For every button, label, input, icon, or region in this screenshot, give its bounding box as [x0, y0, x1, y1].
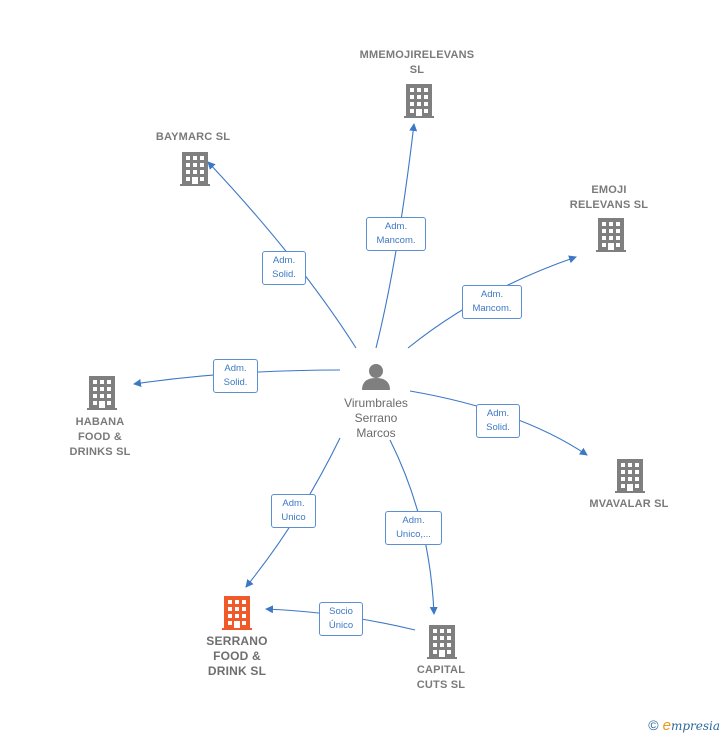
company-label-habana[interactable]: HABANA FOOD & DRINKS SL	[69, 416, 131, 458]
company-label-emoji[interactable]: EMOJI RELEVANS SL	[569, 184, 649, 211]
building-icon-mmemoji	[404, 84, 434, 118]
edge-label-socio: Socio Único	[319, 602, 363, 636]
building-icon-emoji	[596, 218, 626, 252]
person-label[interactable]: Virumbrales Serrano Marcos	[344, 396, 408, 440]
building-icon-mvavalar	[615, 459, 645, 493]
company-label-mmemoji[interactable]: MMEMOJIRELEVANS SL	[359, 49, 475, 76]
brand-name: mpresia	[670, 719, 720, 733]
person-icon	[362, 364, 390, 390]
edge-label-mvavalar: Adm. Solid.	[476, 404, 520, 438]
edge-label-baymarc: Adm. Solid.	[262, 251, 306, 285]
company-label-mvavalar[interactable]: MVAVALAR SL	[589, 498, 669, 510]
company-label-serrano[interactable]: SERRANO FOOD & DRINK SL	[206, 634, 268, 678]
building-icon-habana	[87, 376, 117, 410]
building-icon-baymarc	[180, 152, 210, 186]
building-icon-serrano	[222, 596, 252, 630]
copyright-symbol: ©	[648, 717, 659, 733]
edge-label-capital: Adm. Unico,...	[385, 511, 442, 545]
brand-initial: e	[662, 717, 671, 734]
building-icon-capital	[427, 625, 457, 659]
footer-brand[interactable]: ©empresia	[648, 717, 720, 734]
edge-label-serrano: Adm. Unico	[271, 494, 316, 528]
edge-label-emoji: Adm. Mancom.	[462, 285, 522, 319]
edge-label-mmemoji: Adm. Mancom.	[366, 217, 426, 251]
company-label-baymarc[interactable]: BAYMARC SL	[155, 131, 231, 143]
edge-label-habana: Adm. Solid.	[213, 359, 258, 393]
company-label-capital[interactable]: CAPITAL CUTS SL	[416, 664, 466, 691]
